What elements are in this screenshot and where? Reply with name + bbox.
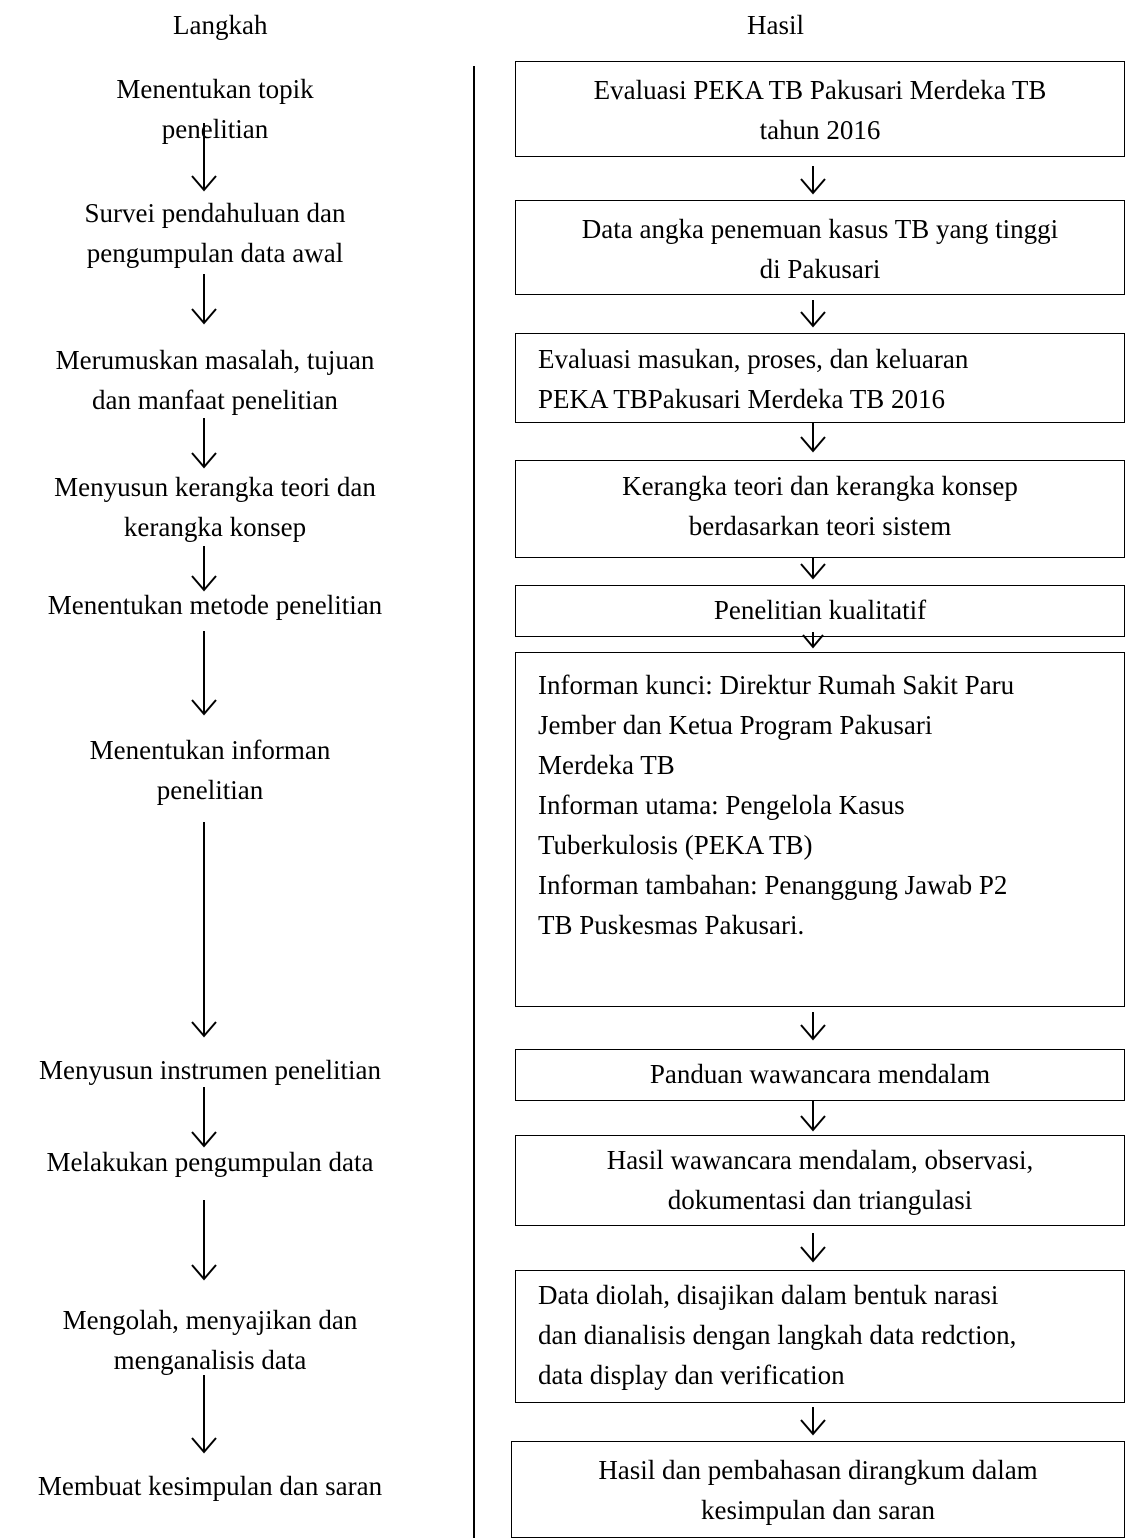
- result-box-5: Penelitian kualitatif: [515, 585, 1125, 637]
- left-arrow-1: [191, 123, 217, 192]
- header-langkah: Langkah: [173, 10, 268, 40]
- result-9-text: Data diolah, disajikan dalam bentuk nara…: [538, 1280, 1017, 1390]
- result-box-8: Hasil wawancara mendalam, observasi,doku…: [515, 1135, 1125, 1226]
- left-arrow-9: [191, 1375, 217, 1454]
- left-arrow-2: [191, 274, 217, 325]
- left-arrow-6: [191, 822, 217, 1038]
- left-arrow-7: [191, 1087, 217, 1148]
- result-box-6: Informan kunci: Direktur Rumah Sakit Par…: [515, 652, 1125, 1007]
- right-arrow-4: [800, 558, 826, 580]
- step-7: Menyusun instrumen penelitian: [39, 1055, 381, 1085]
- step-8: Melakukan pengumpulan data: [46, 1147, 374, 1177]
- header-hasil: Hasil: [747, 10, 804, 40]
- right-arrow-7: [800, 1101, 826, 1132]
- right-arrow-8: [800, 1233, 826, 1263]
- right-arrow-9: [800, 1407, 826, 1436]
- step-10: Membuat kesimpulan dan saran: [37, 1471, 383, 1501]
- step-5: Menentukan metode penelitian: [47, 590, 383, 620]
- result-6-text: Informan kunci: Direktur Rumah Sakit Par…: [538, 670, 1015, 940]
- left-arrow-3: [191, 418, 217, 469]
- right-arrow-6: [800, 1012, 826, 1041]
- right-arrow-3: [800, 423, 826, 453]
- result-box-2: Data angka penemuan kasus TB yang tinggi…: [515, 200, 1125, 295]
- result-box-7: Panduan wawancara mendalam: [515, 1049, 1125, 1101]
- result-box-9: Data diolah, disajikan dalam bentuk nara…: [515, 1270, 1125, 1403]
- left-arrow-8: [191, 1200, 217, 1281]
- left-arrow-4: [191, 546, 217, 592]
- right-arrow-2: [800, 300, 826, 328]
- right-arrow-5: [802, 632, 824, 649]
- column-divider: [473, 66, 475, 1538]
- left-arrow-5: [191, 631, 217, 716]
- right-arrow-1: [800, 166, 826, 195]
